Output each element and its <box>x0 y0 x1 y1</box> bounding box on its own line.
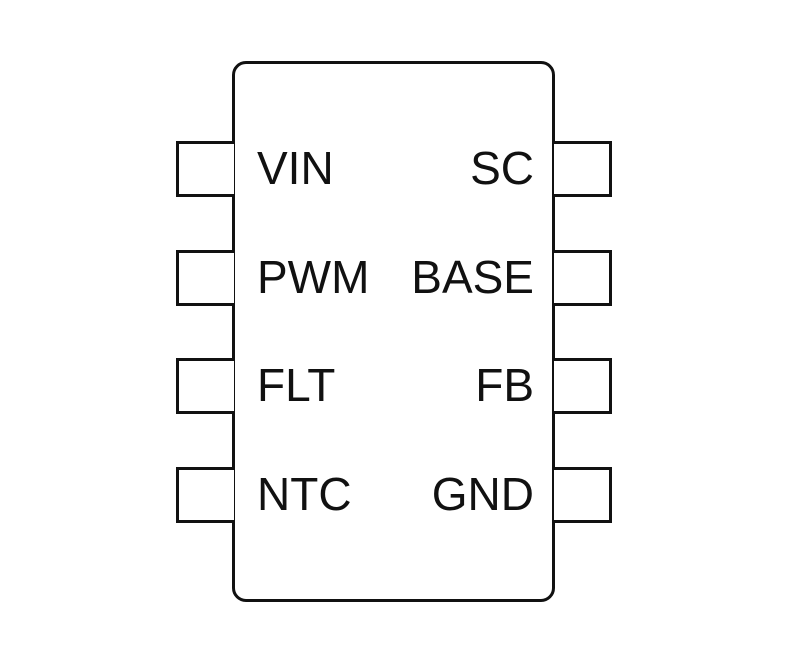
pin-ntc <box>176 467 234 523</box>
pin-vin <box>176 141 234 197</box>
pin-gnd <box>554 467 612 523</box>
pin-flt <box>176 358 234 414</box>
pin-fb <box>554 358 612 414</box>
pin-pwm <box>176 250 234 306</box>
pin-label-sc: SC <box>470 142 534 194</box>
pin-label-vin: VIN <box>257 142 334 194</box>
pin-label-flt: FLT <box>257 359 336 411</box>
pin-label-fb: FB <box>475 359 534 411</box>
pin-label-base: BASE <box>411 251 534 303</box>
pin-label-ntc: NTC <box>257 468 352 520</box>
ic-package-body <box>232 61 555 602</box>
pin-label-gnd: GND <box>431 468 534 520</box>
pin-sc <box>554 141 612 197</box>
pin-base <box>554 250 612 306</box>
pin-label-pwm: PWM <box>257 251 370 303</box>
